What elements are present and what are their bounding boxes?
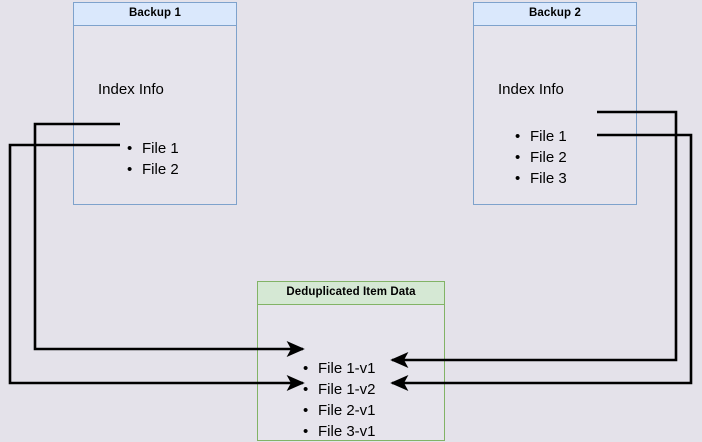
list-item: File 1	[127, 138, 179, 159]
list-item: File 1-v1	[303, 358, 376, 379]
backup-1-body: Index Info File 1 File 2	[74, 26, 236, 204]
list-item: File 3-v1	[303, 421, 376, 442]
deduplicated-item-data-node[interactable]: Deduplicated Item Data File 1-v1 File 1-…	[257, 281, 445, 442]
backup-1-node[interactable]: Backup 1 Index Info File 1 File 2	[73, 2, 237, 205]
list-item: File 1-v2	[303, 379, 376, 400]
list-item: File 2	[127, 159, 179, 180]
deduplicated-item-data-header: Deduplicated Item Data	[258, 282, 444, 305]
list-item: File 1	[515, 126, 567, 147]
dedup-file-list: File 1-v1 File 1-v2 File 2-v1 File 3-v1	[303, 358, 376, 442]
backup-2-node[interactable]: Backup 2 Index Info File 1 File 2 File 3	[473, 2, 637, 205]
list-item: File 2-v1	[303, 400, 376, 421]
list-item: File 3	[515, 168, 567, 189]
backup-2-file-list: File 1 File 2 File 3	[515, 126, 567, 189]
backup-2-index-label: Index Info	[498, 81, 564, 98]
backup-1-index-label: Index Info	[98, 81, 164, 98]
backup-1-file-list: File 1 File 2	[127, 138, 179, 180]
backup-2-body: Index Info File 1 File 2 File 3	[474, 26, 636, 204]
list-item: File 2	[515, 147, 567, 168]
backup-2-header: Backup 2	[474, 3, 636, 26]
backup-1-header: Backup 1	[74, 3, 236, 26]
deduplicated-item-data-body: File 1-v1 File 1-v2 File 2-v1 File 3-v1	[258, 305, 444, 442]
